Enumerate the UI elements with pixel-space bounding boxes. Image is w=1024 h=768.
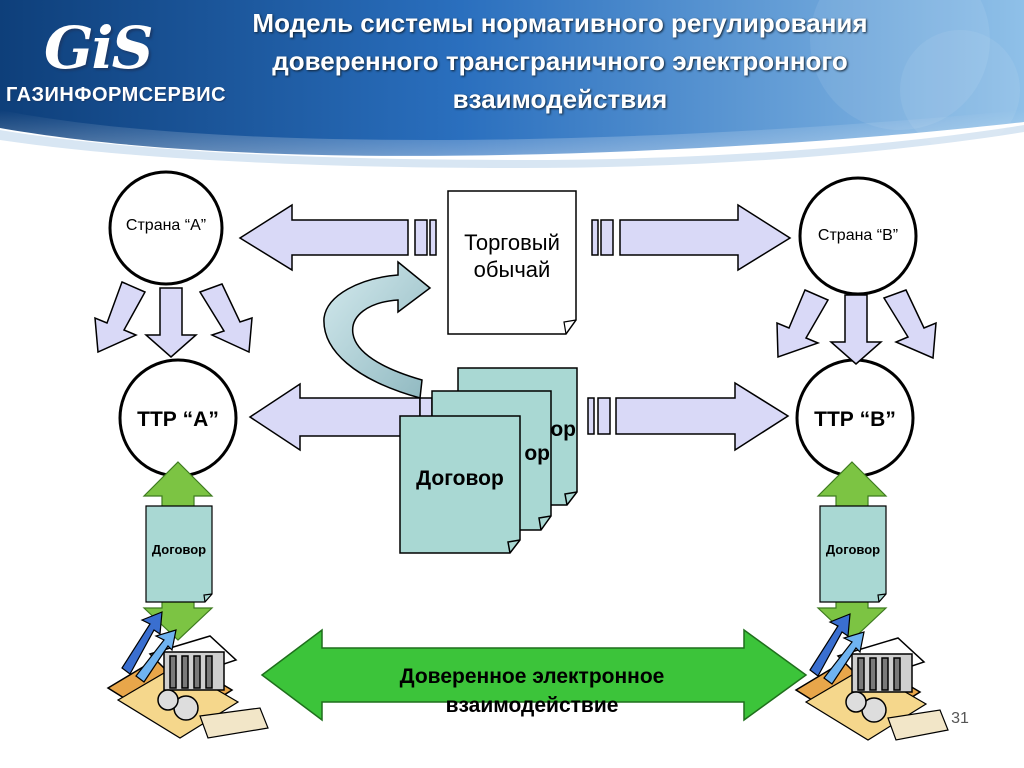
green-arrow-b-down — [816, 599, 888, 641]
ttr-b-label: ТТР “В” — [814, 408, 896, 431]
trusted-interaction-line-2: взаимодействие — [445, 694, 619, 717]
trade-custom-line-1: Торговый — [464, 230, 560, 255]
country-b-down-arrows — [776, 289, 937, 365]
contract-b-label: Договор — [825, 542, 881, 557]
title-line-2: доверенного трансграничного электронного — [272, 46, 848, 76]
trade-custom-line-2: обычай — [473, 257, 551, 282]
header-band — [0, 0, 1024, 168]
slide-number: 31 — [951, 710, 969, 727]
title-line-1: Модель системы нормативного регулировани… — [252, 8, 868, 38]
contract-a-document — [145, 505, 213, 603]
country-a-label: Страна “А” — [125, 217, 207, 234]
contract-stack-label-middle: ор — [524, 442, 550, 465]
country-b-circle — [798, 176, 918, 296]
contract-stack-label-back: ор — [550, 418, 576, 441]
slide-title: Модель системы нормативного регулировани… — [175, 4, 945, 118]
contract-b-document — [819, 505, 887, 603]
contract-stack — [399, 367, 578, 554]
trusted-interaction-arrow — [260, 628, 808, 722]
trade-custom-label: Торговый обычай — [440, 229, 584, 283]
curved-arrow — [323, 260, 432, 399]
trusted-interaction-label: Доверенное электронное взаимодействие — [330, 662, 734, 720]
ttr-a-label: ТТР “А” — [137, 408, 219, 431]
bank-icon-left — [106, 611, 269, 739]
contract-a-label: Договор — [151, 542, 207, 557]
trade-custom-arrow-right — [591, 203, 792, 272]
contract-arrow-right — [587, 381, 790, 452]
trusted-interaction-line-1: Доверенное электронное — [399, 665, 665, 688]
trade-custom-document — [447, 190, 577, 335]
bank-icon-right — [794, 613, 949, 741]
contract-stack-label-front: Договор — [416, 467, 504, 490]
country-a-down-arrows — [94, 280, 253, 358]
trade-custom-arrow-left — [238, 203, 437, 272]
company-logo: GiS — [44, 14, 153, 82]
country-b-label: Страна “В” — [817, 227, 899, 244]
company-name: ГАЗИНФОРМСЕРВИС — [6, 84, 227, 106]
title-line-3: взаимодействия — [452, 84, 668, 114]
country-a-circle — [108, 170, 224, 286]
